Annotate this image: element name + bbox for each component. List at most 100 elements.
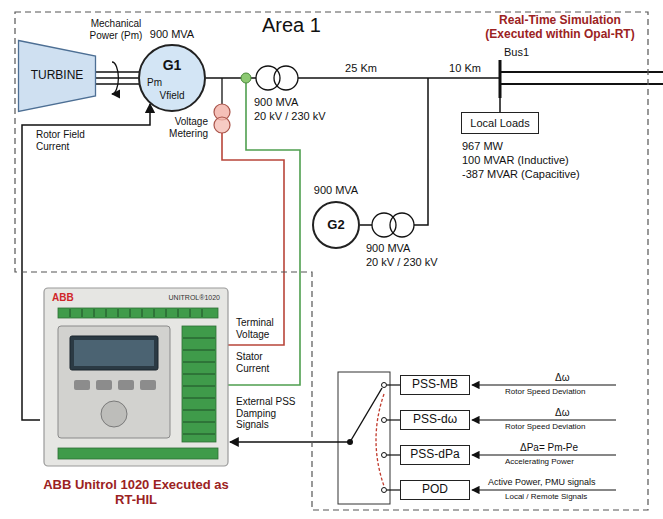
signal-name: Δω — [555, 372, 595, 384]
input-arrow — [472, 419, 616, 420]
input-arrow — [472, 384, 616, 385]
metering-transformer — [214, 117, 230, 133]
signal-note: Rotor Speed Deviation — [505, 387, 615, 396]
rating-label: 20 kV / 230 kV — [366, 256, 461, 269]
bus-bar — [499, 60, 502, 98]
pss-signal-arrow — [230, 441, 350, 442]
rating-label: 20 kV / 230 kV — [254, 110, 349, 123]
transformer-winding — [390, 213, 414, 237]
switch-contact — [382, 453, 387, 458]
line-wire — [298, 77, 500, 79]
node-label: TURBINE — [31, 69, 84, 83]
switch-frame — [338, 372, 390, 504]
shaft-connector — [96, 72, 139, 84]
signal-name: Stator Current — [236, 351, 282, 374]
node-label: POD — [422, 483, 448, 497]
line-wire — [414, 78, 428, 225]
brand-logo: ABB — [52, 292, 92, 304]
area-note: Real-Time Simulation (Executed within Op… — [474, 14, 646, 42]
terminal-strip — [58, 308, 218, 318]
transformer-winding — [372, 213, 396, 237]
switch-lead — [387, 419, 400, 420]
bus-name: Bus1 — [504, 46, 544, 59]
display-screen — [70, 336, 158, 370]
signal-name: External PSS Damping Signals — [236, 396, 306, 431]
area-region: Area 1Real-Time Simulation (Executed wit… — [15, 12, 648, 510]
input-arrow — [472, 489, 616, 490]
tie-line — [500, 83, 663, 85]
tie-line — [500, 71, 663, 73]
connector-line — [22, 104, 150, 420]
turbine-block: TURBINE — [18, 40, 96, 112]
length-label: 10 Km — [442, 62, 488, 75]
node-label: PSS-dω — [413, 413, 457, 427]
switch-arm — [350, 388, 382, 442]
controller-device: ABB Unitrol 1020 Executed as RT-HIL — [40, 285, 232, 510]
connector-line — [96, 71, 139, 72]
signal-name: Vfield — [140, 90, 204, 102]
signal-note: Local / Remote Signals — [505, 492, 615, 501]
current-sensor-dot — [241, 73, 251, 83]
voltage-wire — [222, 133, 284, 345]
quantity-label: Mechanical Power (Pm) — [86, 18, 146, 41]
signal-connector — [22, 104, 150, 420]
model-name: UNITROL®1020 — [130, 294, 220, 302]
pss-box: POD — [400, 480, 470, 500]
terminal-slots — [70, 309, 202, 317]
rating-label: 900 MVA — [366, 242, 446, 255]
terminal-slots — [183, 338, 215, 434]
signal-name: Active Power, PMU signals — [488, 477, 615, 487]
signal-note: Rotor Speed Deviation — [505, 422, 615, 431]
node-label: PSS-dPa — [410, 448, 459, 462]
length-label: 25 Km — [338, 62, 384, 75]
connector-line — [96, 77, 138, 78]
load-wire — [499, 98, 501, 112]
signal-name: Δω — [555, 407, 595, 419]
load-box: Local Loads — [461, 112, 539, 134]
input-arrow — [472, 454, 616, 455]
switch-contact — [382, 488, 387, 493]
switch-contact — [382, 383, 387, 388]
part-label: Voltage Metering — [156, 116, 208, 139]
switch-lead — [387, 384, 400, 385]
rating-label: 900 MVA — [254, 96, 334, 109]
bus-wire — [360, 224, 372, 226]
load-value: 100 MVAR (Inductive) — [462, 154, 612, 167]
keypad-key — [140, 380, 156, 390]
display-glass — [74, 340, 154, 366]
rating-label: 900 MVA — [304, 184, 368, 197]
switch-range — [376, 394, 384, 486]
switch-lead — [387, 454, 400, 455]
rating-label: 900 MVA — [140, 28, 204, 41]
keypad-key — [96, 380, 112, 390]
connector-label: Rotor Field Current — [36, 129, 110, 152]
load-value: 967 MW — [462, 140, 612, 153]
signal-name: ΔPa= Pm-Pe — [520, 442, 615, 454]
control-panel — [58, 326, 170, 438]
node-label: G2 — [327, 218, 344, 233]
transformer-winding — [274, 66, 298, 90]
device-caption: ABB Unitrol 1020 Executed as RT-HIL — [40, 478, 232, 508]
generator-circle: G2 — [312, 201, 360, 249]
keypad-dial — [101, 401, 127, 427]
connector-line — [96, 83, 139, 84]
region-border — [15, 12, 648, 510]
region-outline — [15, 12, 648, 510]
turbine-shape — [19, 41, 96, 112]
load-value: -387 MVAR (Capacitive) — [462, 168, 622, 181]
switch-lead — [387, 489, 400, 490]
terminal-strip — [58, 448, 218, 459]
metering-tap — [221, 78, 222, 104]
pss-box: PSS-MB — [400, 375, 470, 395]
generator-circle: G1PmVfield — [138, 44, 206, 112]
switch-pivot — [347, 439, 353, 445]
signal-name: Terminal Voltage — [236, 317, 282, 340]
device-body — [44, 288, 228, 466]
node-label: PSS-MB — [412, 378, 458, 392]
signal-note: Accelerating Power — [505, 457, 615, 466]
keypad-key — [118, 380, 134, 390]
transformer-winding — [256, 66, 280, 90]
node-label: Local Loads — [470, 117, 529, 130]
